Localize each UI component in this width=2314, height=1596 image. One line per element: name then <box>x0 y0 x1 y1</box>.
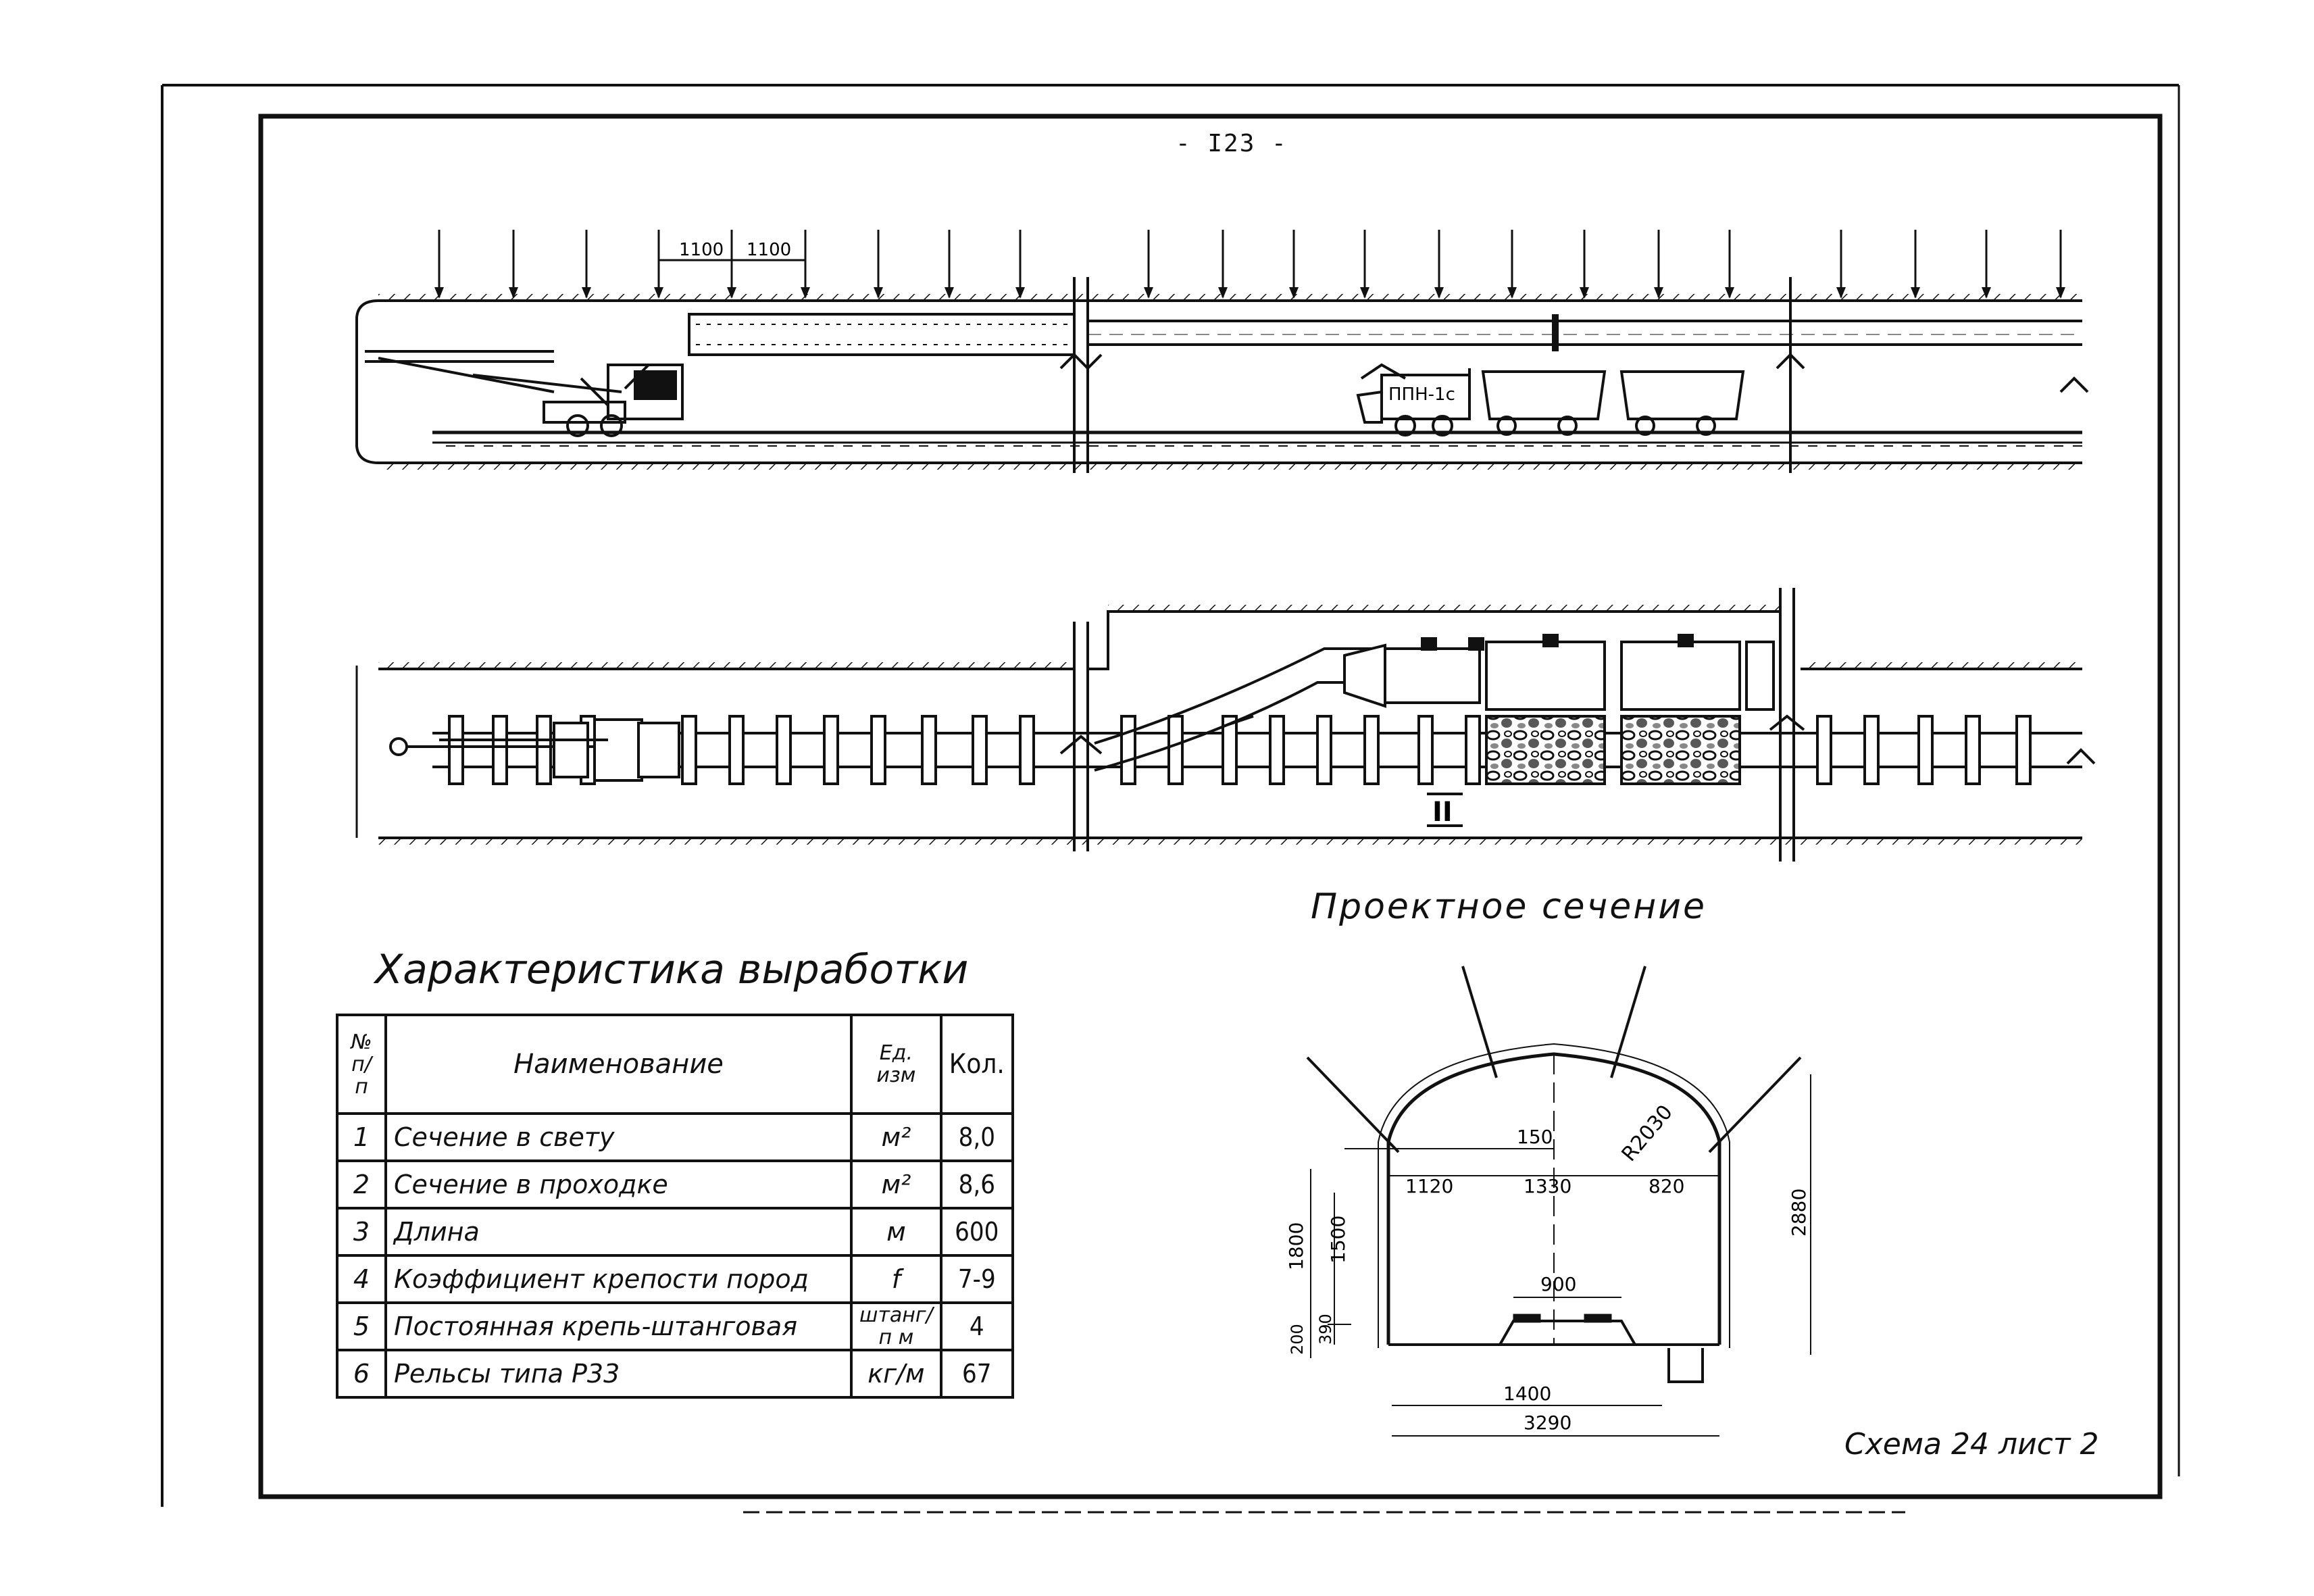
table-row: 2 Сечение в проходке м² 8,6 <box>336 1159 1014 1210</box>
row-qty: 7-9 <box>939 1254 1014 1304</box>
row-qty: 67 <box>939 1349 1014 1399</box>
dim-150: 150 <box>1517 1126 1553 1148</box>
row-qty: 8,0 <box>939 1112 1014 1162</box>
row-num: 4 <box>336 1254 387 1304</box>
header-qty: Кол. <box>939 1014 1014 1115</box>
dim-2880: 2880 <box>1788 1189 1810 1237</box>
row-unit: кг/м <box>850 1349 942 1399</box>
mine-car-icon <box>1619 370 1745 436</box>
drilling-rig-plan-icon <box>389 718 680 782</box>
spacing-dim-1: 1100 <box>679 240 724 260</box>
row-unit: м² <box>850 1112 942 1162</box>
row-num: 6 <box>336 1349 387 1399</box>
dim-3290: 3290 <box>1524 1412 1571 1434</box>
dim-820: 820 <box>1649 1175 1684 1197</box>
section-marker: II <box>1432 797 1453 828</box>
dim-1500: 1500 <box>1327 1216 1349 1264</box>
dim-1330: 1330 <box>1524 1175 1571 1197</box>
dim-200: 200 <box>1288 1324 1307 1355</box>
header-unit: Ед. изм <box>850 1014 942 1115</box>
page-number: - I23 - <box>1176 130 1288 157</box>
dim-900: 900 <box>1540 1273 1576 1295</box>
dim-1800: 1800 <box>1285 1222 1307 1270</box>
row-name: Коэффициент крепости пород <box>384 1254 853 1304</box>
dim-390: 390 <box>1316 1314 1335 1345</box>
row-qty: 8,6 <box>939 1159 1014 1210</box>
table-row: 4 Коэффициент крепости пород f 7-9 <box>336 1254 1014 1304</box>
table-row: 5 Постоянная крепь-штанговая штанг/п м 4 <box>336 1301 1014 1351</box>
row-unit: штанг/п м <box>850 1301 942 1351</box>
dim-1400: 1400 <box>1503 1382 1551 1405</box>
row-name: Рельсы типа Р33 <box>384 1349 853 1399</box>
characteristics-title: Характеристика выработки <box>375 946 969 993</box>
spacing-dim-2: 1100 <box>747 240 791 260</box>
row-name: Длина <box>384 1207 853 1257</box>
row-unit: м <box>850 1207 942 1257</box>
row-qty: 4 <box>939 1301 1014 1351</box>
characteristics-table: № п/п Наименование Ед. изм Кол. 1 Сечени… <box>336 1014 1014 1399</box>
drilling-rig-icon <box>365 350 684 437</box>
row-num: 1 <box>336 1112 387 1162</box>
section-title: Проектное сечение <box>1311 887 1707 927</box>
row-qty: 600 <box>939 1207 1014 1257</box>
row-unit: м² <box>850 1159 942 1210</box>
loader-model-label: ППН-1с <box>1388 384 1455 405</box>
longitudinal-section: ППН-1с <box>355 230 2089 473</box>
row-num: 3 <box>336 1207 387 1257</box>
row-num: 5 <box>336 1301 387 1351</box>
scheme-label: Схема 24 лист 2 <box>1844 1427 2099 1462</box>
row-name: Постоянная крепь-штанговая <box>384 1301 853 1351</box>
header-name: Наименование <box>384 1014 853 1115</box>
sheet-frame <box>161 84 2180 1514</box>
table-row: 6 Рельсы типа Р33 кг/м 67 <box>336 1349 1014 1399</box>
loading-machine-icon <box>1356 363 1471 437</box>
table-header-row: № п/п Наименование Ед. изм Кол. <box>336 1014 1014 1115</box>
header-num: № п/п <box>336 1014 387 1115</box>
table-row: 1 Сечение в свету м² 8,0 <box>336 1112 1014 1162</box>
dim-radius: R2030 <box>1617 1101 1678 1166</box>
row-name: Сечение в проходке <box>384 1159 853 1210</box>
cross-section <box>1306 966 1811 1437</box>
plan-view: II <box>355 588 2096 862</box>
mine-car-icon <box>1481 370 1607 436</box>
table-row: 3 Длина м 600 <box>336 1207 1014 1257</box>
dim-1120: 1120 <box>1405 1175 1453 1197</box>
row-unit: f <box>850 1254 942 1304</box>
row-num: 2 <box>336 1159 387 1210</box>
row-name: Сечение в свету <box>384 1112 853 1162</box>
